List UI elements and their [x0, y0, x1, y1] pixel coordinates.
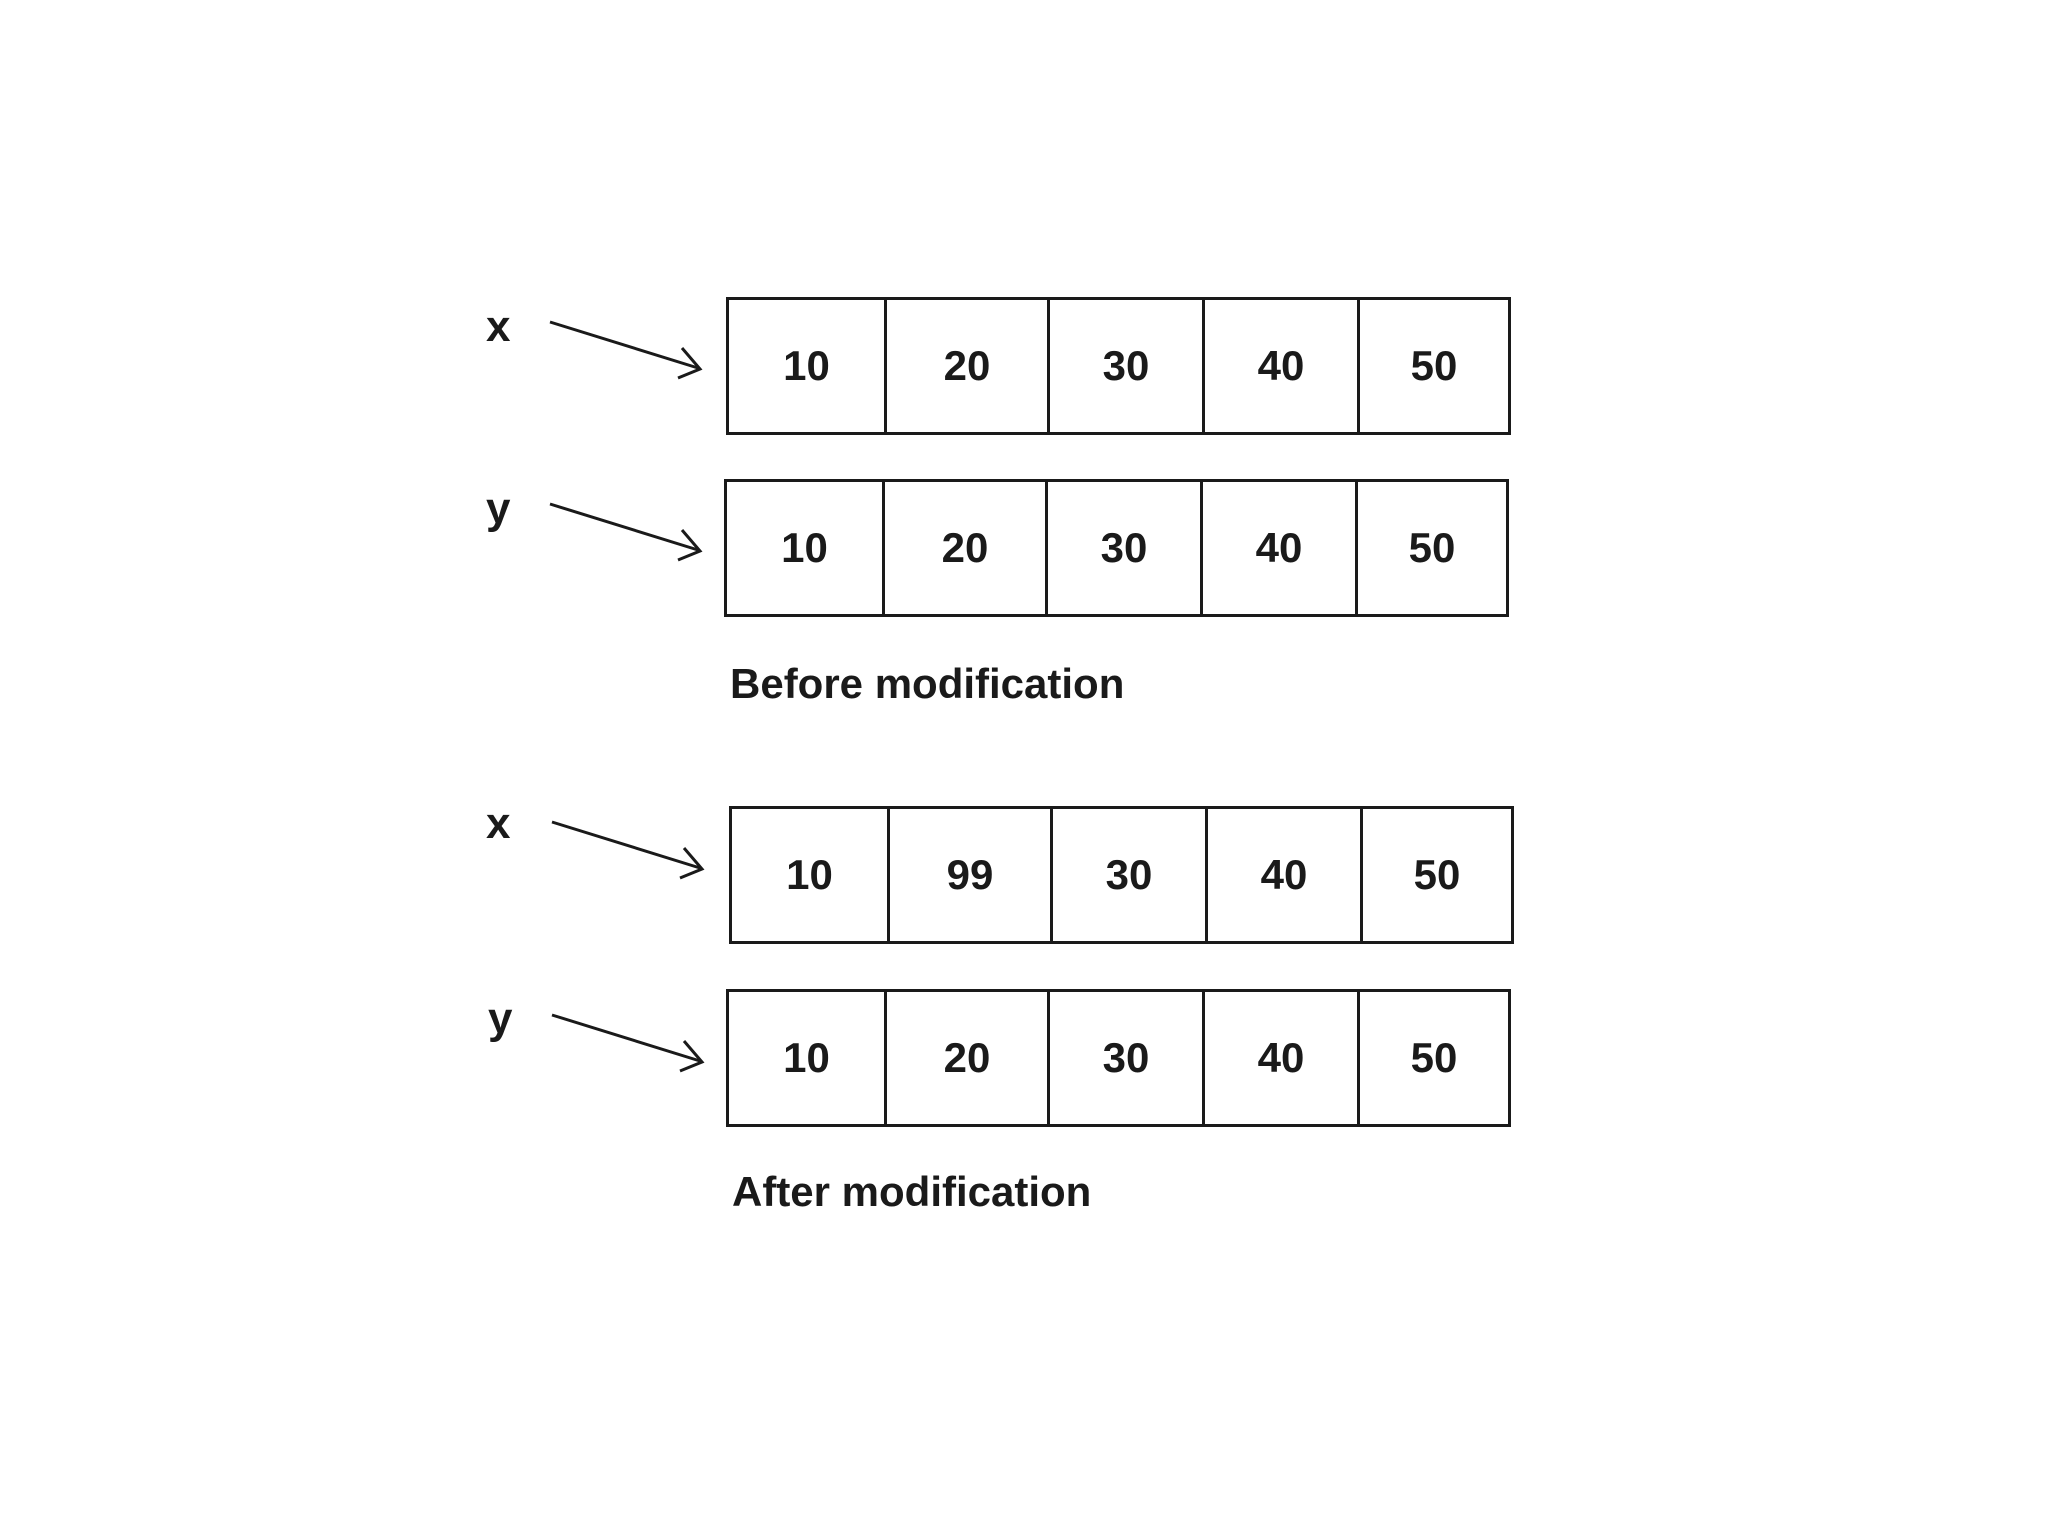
variable-label-y: y — [488, 994, 513, 1043]
variable-label-y: y — [486, 484, 511, 533]
after-caption: After modification — [732, 1168, 1092, 1215]
array-x-after: 10 99 30 40 50 — [729, 806, 1514, 944]
array-cell: 10 — [783, 342, 830, 389]
array-cell: 50 — [1357, 300, 1508, 432]
array-cell: 20 — [882, 482, 1045, 614]
array-cell: 30 — [1047, 992, 1202, 1124]
array-y-before: 10 20 30 40 50 — [724, 479, 1509, 617]
array-cell: 30 — [1050, 809, 1205, 941]
pointer-arrow-icon — [549, 320, 703, 380]
array-cell: 40 — [1205, 809, 1360, 941]
array-x-before: 10 20 30 40 50 — [726, 297, 1511, 435]
array-cell: 40 — [1202, 300, 1357, 432]
pointer-arrow-icon — [551, 820, 705, 880]
variable-label-x: x — [486, 302, 511, 351]
array-cell: 50 — [1357, 992, 1508, 1124]
before-caption: Before modification — [730, 660, 1125, 707]
array-cell: 10 — [786, 851, 833, 898]
array-cell: 20 — [884, 300, 1047, 432]
array-cell: 50 — [1355, 482, 1506, 614]
array-cell: 10 — [781, 524, 828, 571]
array-cell: 30 — [1045, 482, 1200, 614]
array-cell: 40 — [1202, 992, 1357, 1124]
array-cell: 40 — [1200, 482, 1355, 614]
variable-label-x: x — [486, 799, 511, 848]
pointer-arrow-icon — [551, 1013, 705, 1073]
array-cell: 30 — [1047, 300, 1202, 432]
array-cell: 10 — [783, 1034, 830, 1081]
array-cell: 99 — [887, 809, 1050, 941]
pointer-arrow-icon — [549, 502, 703, 562]
array-cell: 50 — [1360, 809, 1511, 941]
array-y-after: 10 20 30 40 50 — [726, 989, 1511, 1127]
array-cell: 20 — [884, 992, 1047, 1124]
